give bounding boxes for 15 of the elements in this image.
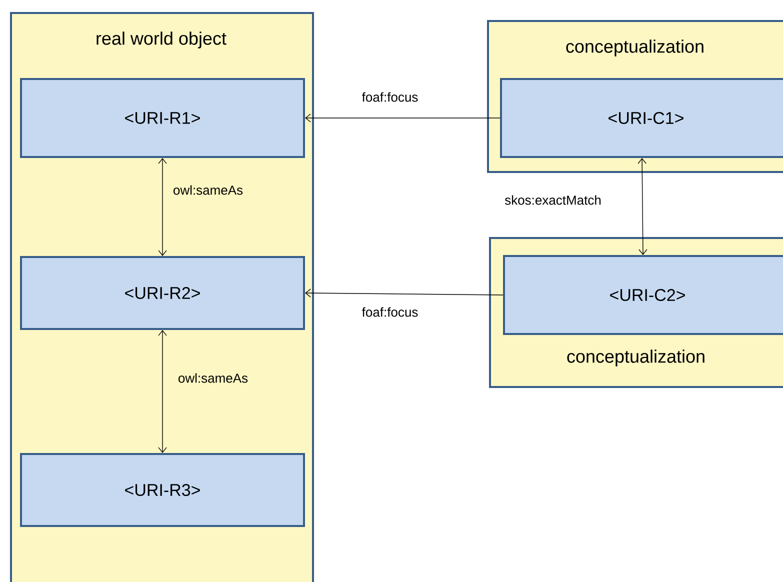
uri-box: <URI-R3> [20, 453, 305, 527]
arrow [305, 114, 500, 122]
uri-box: <URI-R2> [20, 256, 305, 330]
edge-label: foaf:focus [360, 91, 420, 103]
arrow [638, 158, 648, 255]
arrow [158, 158, 167, 256]
uri-box: <URI-C1> [500, 78, 783, 158]
uri-box: <URI-C2> [503, 255, 783, 335]
edge-label: skos:exactMatch [504, 194, 602, 206]
edge-label: owl:sameAs [176, 372, 250, 384]
edge-label: owl:sameAs [172, 184, 244, 196]
uri-box: <URI-R1> [20, 78, 305, 158]
arrow [158, 330, 167, 453]
arrow [305, 288, 504, 298]
edge-label: foaf:focus [360, 306, 420, 318]
